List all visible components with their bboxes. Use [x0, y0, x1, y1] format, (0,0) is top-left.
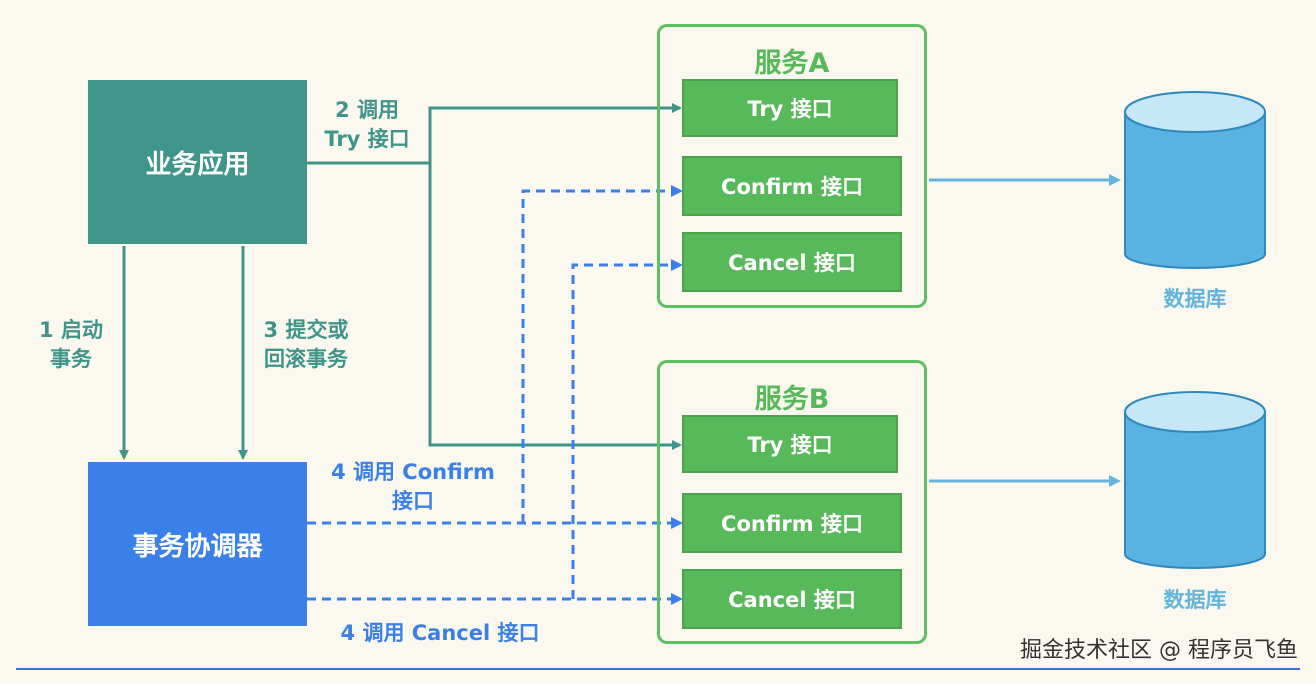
- database-icon-a: [1124, 91, 1266, 269]
- step-commit-line2: 回滚事务: [264, 347, 348, 371]
- coordinator-label: 事务协调器: [132, 531, 263, 562]
- step-call-try-line1: 2 调用: [335, 98, 399, 122]
- service-b-try-interface: Try 接口: [682, 415, 898, 473]
- service-a-confirm-label: Confirm 接口: [721, 175, 863, 199]
- step-call-try-line2: Try 接口: [324, 127, 410, 151]
- service-b-try-label: Try 接口: [747, 433, 833, 457]
- service-b-cancel-label: Cancel 接口: [728, 588, 856, 612]
- service-a-cancel-label: Cancel 接口: [728, 251, 856, 275]
- service-a-try-label: Try 接口: [747, 97, 833, 121]
- service-a-cancel-interface: Cancel 接口: [682, 232, 902, 292]
- service-a-confirm-interface: Confirm 接口: [682, 156, 902, 216]
- step-start-transaction-label: 1 启动 事务: [26, 316, 116, 374]
- database-b-label: 数据库: [1163, 588, 1227, 612]
- service-b-confirm-interface: Confirm 接口: [682, 493, 902, 553]
- service-b-group: 服务B: [657, 360, 927, 644]
- database-icon-b: [1124, 391, 1266, 569]
- service-b-title: 服务B: [754, 384, 830, 415]
- bottom-divider: [16, 668, 1300, 670]
- step-start-line2: 事务: [50, 347, 92, 371]
- step-call-cancel-label: 4 调用 Cancel 接口: [330, 619, 550, 648]
- step-confirm-line2: 接口: [392, 489, 434, 513]
- service-a-title: 服务A: [754, 48, 830, 79]
- transaction-coordinator-node: 事务协调器: [88, 462, 307, 626]
- business-app-label: 业务应用: [145, 149, 250, 180]
- arrow-call-confirm-a: [521, 185, 683, 523]
- service-a-group: 服务A: [657, 24, 927, 308]
- business-app-node: 业务应用: [88, 80, 307, 244]
- step-call-try-label: 2 调用 Try 接口: [314, 96, 420, 154]
- step-start-line1: 1 启动: [39, 318, 103, 342]
- step-cancel-line1: 4 调用 Cancel 接口: [340, 621, 540, 645]
- arrow-call-try-b: [428, 163, 682, 450]
- service-b-cancel-interface: Cancel 接口: [682, 569, 902, 629]
- arrow-call-cancel-a: [571, 259, 683, 599]
- step-call-confirm-label: 4 调用 Confirm 接口: [318, 458, 508, 516]
- service-b-confirm-label: Confirm 接口: [721, 512, 863, 536]
- step-commit-line1: 3 提交或: [263, 318, 349, 342]
- step-confirm-line1: 4 调用 Confirm: [331, 460, 495, 484]
- watermark: 掘金技术社区 @ 程序员飞鱼: [1020, 638, 1298, 663]
- service-a-try-interface: Try 接口: [682, 79, 898, 137]
- arrow-call-try: [307, 103, 682, 165]
- database-a-label: 数据库: [1163, 287, 1227, 311]
- step-commit-rollback-label: 3 提交或 回滚事务: [250, 316, 362, 374]
